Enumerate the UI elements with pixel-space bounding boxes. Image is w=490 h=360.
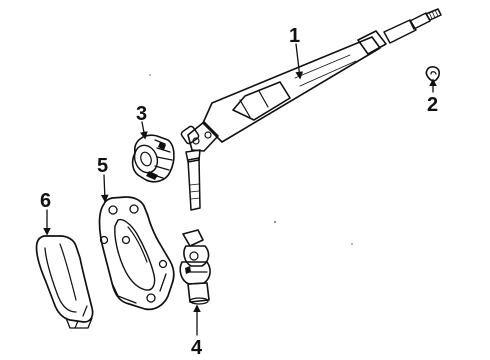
part-bearing-bushing <box>131 134 175 183</box>
callout-labels: 1 2 3 4 5 6 <box>40 25 438 359</box>
part-retaining-clip <box>425 66 440 82</box>
scan-specks <box>149 74 353 245</box>
leader-3 <box>140 121 148 140</box>
leader-lines <box>43 43 437 336</box>
callout-4: 4 <box>191 337 203 359</box>
part-column-cover-boot <box>35 235 94 329</box>
part-intermediate-u-joint <box>179 229 211 305</box>
leader-1 <box>295 43 304 80</box>
part-steering-column-shaft <box>180 8 442 211</box>
callout-3: 3 <box>136 103 147 125</box>
callout-1: 1 <box>289 25 300 47</box>
callout-6: 6 <box>40 190 51 212</box>
callout-2: 2 <box>427 94 438 116</box>
callout-5: 5 <box>97 155 108 177</box>
leader-5 <box>100 174 109 203</box>
part-column-bracket <box>98 196 175 311</box>
